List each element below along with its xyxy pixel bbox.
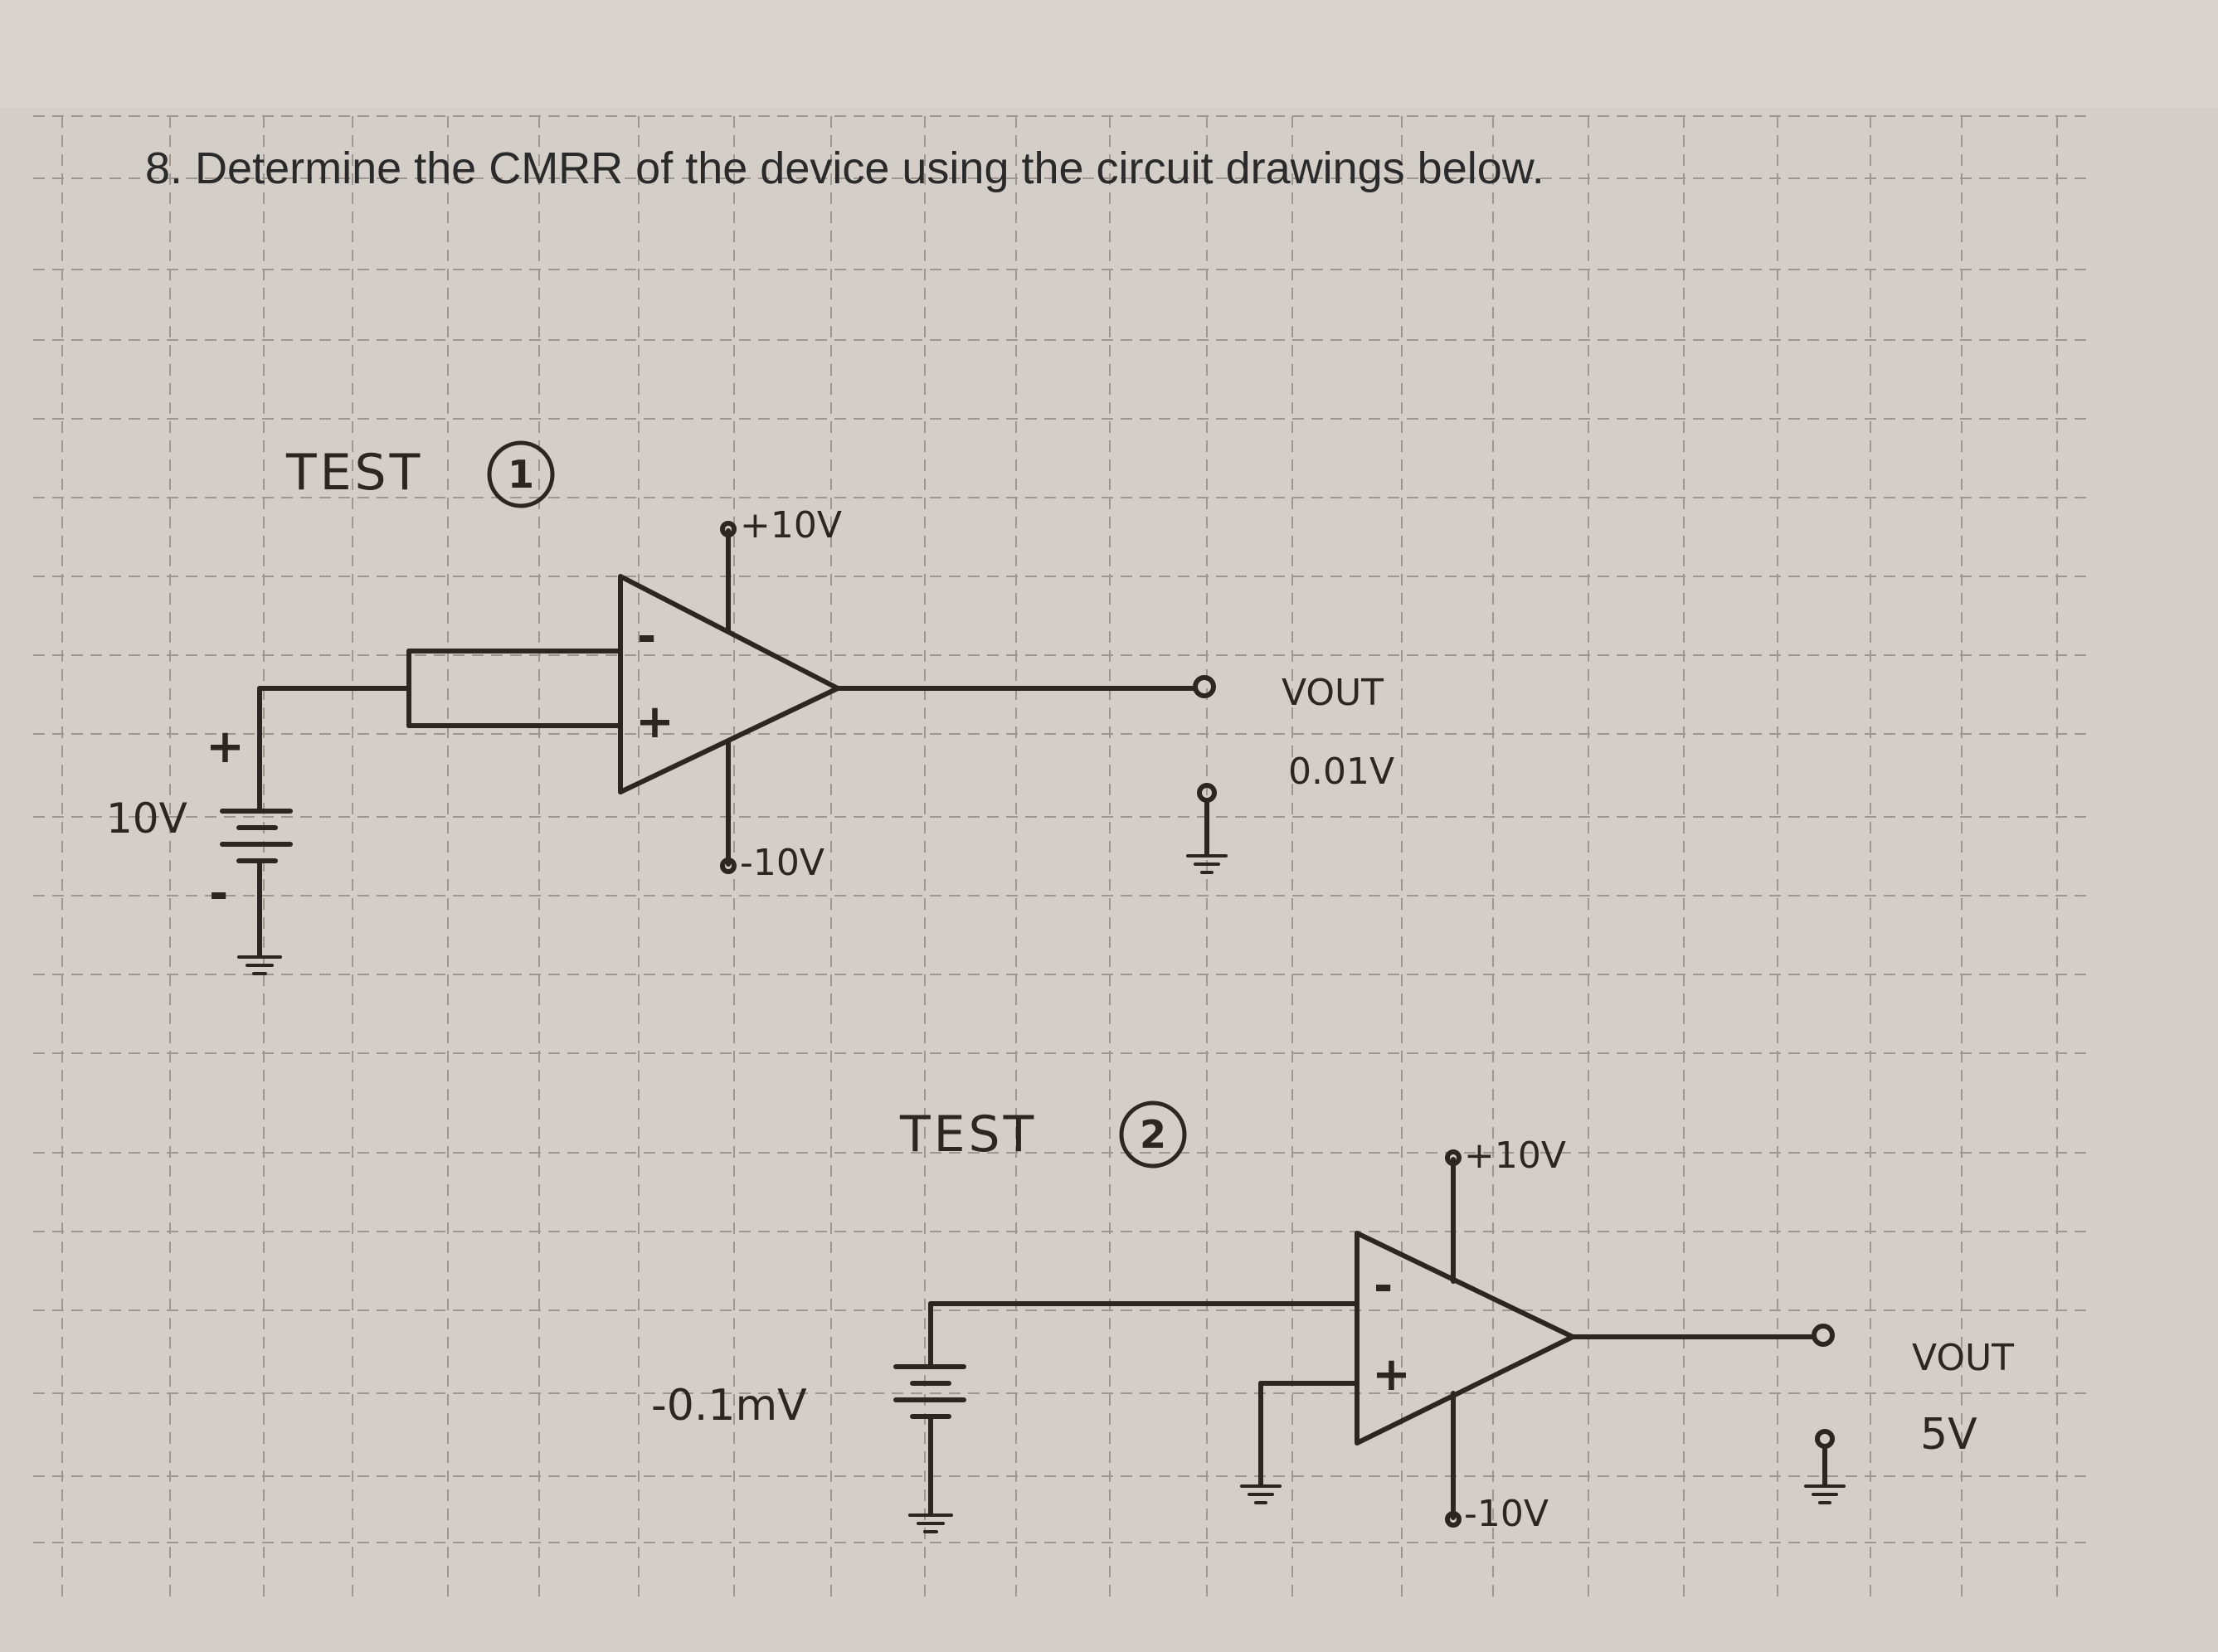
test1-output-ground-icon xyxy=(1186,854,1228,874)
test2-inverting-input-sign: - xyxy=(1374,1259,1394,1313)
test2-source-voltage: -0.1mV xyxy=(651,1381,807,1431)
question-text: 8. Determine the CMRR of the device usin… xyxy=(145,143,1544,193)
test1-output-label: VOUT xyxy=(1282,672,1384,714)
test2-battery xyxy=(893,1364,966,1516)
test1-circuit xyxy=(220,521,1228,975)
test2-supply-positive-terminal xyxy=(1445,1149,1462,1166)
test1-supply-positive-label: +10V xyxy=(740,504,842,547)
test2-title: TEST xyxy=(900,1105,1038,1164)
test1-battery-minus-sign: - xyxy=(209,867,229,921)
test2-number-badge: 2 xyxy=(1139,1112,1166,1157)
test1-supply-negative-label: -10V xyxy=(740,842,824,884)
test2-input-ground-icon xyxy=(1240,1484,1282,1504)
test2-op-amp-symbol xyxy=(1355,1231,1575,1446)
test2-output-label: VOUT xyxy=(1912,1337,2015,1379)
test1-noninverting-input-sign: + xyxy=(635,695,674,749)
test1-supply-negative-terminal xyxy=(720,858,737,874)
test2-source-ground-icon xyxy=(908,1514,953,1533)
test1-title: TEST xyxy=(286,444,424,502)
test1-source-ground-icon xyxy=(237,955,282,975)
test1-battery xyxy=(220,809,293,958)
test1-supply-positive-terminal xyxy=(720,521,737,537)
test2-supply-negative-label: -10V xyxy=(1464,1493,1549,1535)
test2-output-ground-icon xyxy=(1804,1484,1846,1504)
test2-output-value: 5V xyxy=(1920,1410,1977,1460)
test1-number-badge: 1 xyxy=(507,452,534,497)
test1-inverting-input-sign: - xyxy=(637,610,657,663)
test1-source-voltage: 10V xyxy=(106,794,187,843)
test2-supply-positive-label: +10V xyxy=(1464,1135,1566,1177)
test2-supply-negative-terminal xyxy=(1445,1511,1462,1528)
test1-output-terminal xyxy=(1193,675,1216,698)
test1-battery-plus-sign: + xyxy=(206,720,245,774)
test1-output-value: 0.01V xyxy=(1288,751,1395,793)
test2-circuit xyxy=(893,1149,1846,1533)
test2-noninverting-input-sign: + xyxy=(1372,1348,1411,1402)
test2-output-terminal xyxy=(1812,1324,1835,1347)
